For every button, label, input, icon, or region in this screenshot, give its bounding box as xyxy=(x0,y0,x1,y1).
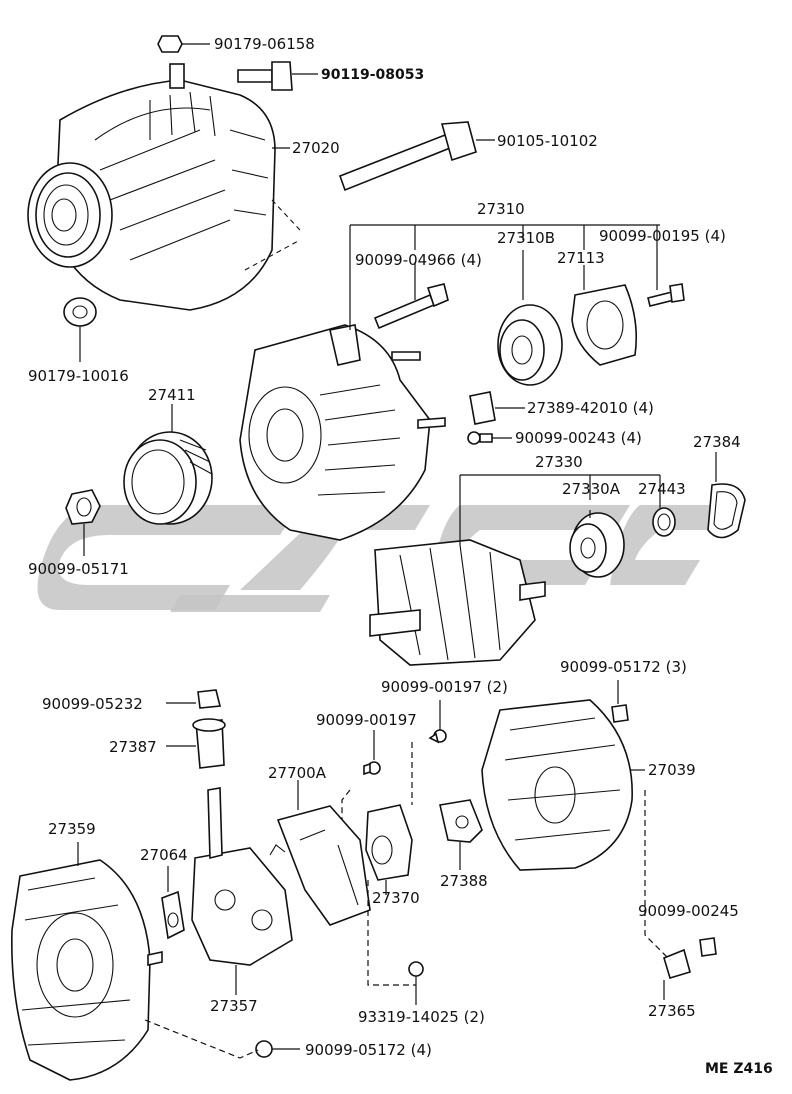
bearing-27310b xyxy=(497,304,563,386)
label-27387: 27387 xyxy=(109,738,157,756)
label-27700a: 27700A xyxy=(268,764,327,782)
label-27064: 27064 xyxy=(140,846,188,864)
label-27443: 27443 xyxy=(638,480,686,498)
cap-90099-05232 xyxy=(197,689,222,709)
stud-90099-04966 xyxy=(373,283,449,330)
nut-90099-05171 xyxy=(65,489,101,525)
label-27310b: 27310B xyxy=(497,229,555,247)
label-93319-14025: 93319-14025 (2) xyxy=(358,1008,485,1026)
label-90099-00197-2: 90099-00197 (2) xyxy=(381,678,508,696)
seal-27384 xyxy=(707,483,746,539)
drive-end-frame-27310 xyxy=(239,324,446,541)
label-27388: 27388 xyxy=(440,872,488,890)
label-90179-10016: 90179-10016 xyxy=(28,367,129,385)
label-27357: 27357 xyxy=(210,997,258,1015)
label-90099-05172-4: 90099-05172 (4) xyxy=(305,1041,432,1059)
label-27411: 27411 xyxy=(148,386,196,404)
label-27020: 27020 xyxy=(292,139,340,157)
regulator-27700a xyxy=(269,805,371,926)
retainer-plate-27113 xyxy=(571,284,638,366)
label-27389-42010: 27389-42010 (4) xyxy=(527,399,654,417)
nut-90099-05172-3 xyxy=(611,704,629,723)
brush-holder-27370 xyxy=(365,804,413,881)
nut-90099-05172-4 xyxy=(255,1040,273,1058)
insulator-27064 xyxy=(161,890,185,940)
label-90179-06158: 90179-06158 xyxy=(214,35,315,53)
nut-90099-00197-2 xyxy=(428,729,447,744)
insulator-27387 xyxy=(192,718,226,769)
alternator-assembly-27020 xyxy=(27,63,301,311)
nut-90099-00245 xyxy=(699,937,717,957)
bearing-27330a xyxy=(569,512,625,578)
label-27039: 27039 xyxy=(648,761,696,779)
label-90099-04966: 90099-04966 (4) xyxy=(355,251,482,269)
label-90099-00243: 90099-00243 (4) xyxy=(515,429,642,447)
label-27370: 27370 xyxy=(372,889,420,907)
leader-lines xyxy=(77,43,717,1059)
through-bolt-90105-10102 xyxy=(338,121,477,192)
screw-90099-00197 xyxy=(363,761,381,776)
label-90099-05232: 90099-05232 xyxy=(42,695,143,713)
rotor-27330 xyxy=(369,539,546,666)
nut-90179-10016 xyxy=(63,297,97,327)
label-27359: 27359 xyxy=(48,820,96,838)
terminal-27365 xyxy=(663,948,691,979)
nut-93319-14025 xyxy=(408,961,424,977)
label-27310: 27310 xyxy=(477,200,525,218)
clip-27389-42010 xyxy=(469,391,496,425)
label-27113: 27113 xyxy=(557,249,605,267)
screw-90099-00243 xyxy=(467,431,493,445)
label-27330: 27330 xyxy=(535,453,583,471)
pulley-27411 xyxy=(123,431,213,525)
label-90119-08053: 90119-08053 xyxy=(321,67,424,83)
label-90105-10102: 90105-10102 xyxy=(497,132,598,150)
rear-cover-27039 xyxy=(481,699,633,871)
rear-frame-27359 xyxy=(11,859,163,1081)
label-90099-00195: 90099-00195 (4) xyxy=(599,227,726,245)
terminal-insulator-27388 xyxy=(439,799,483,843)
screw-90099-00195 xyxy=(647,283,685,307)
rectifier-27357 xyxy=(191,787,293,966)
label-90099-05171: 90099-05171 xyxy=(28,560,129,578)
part-labels: 90179-06158 90119-08053 27020 90105-1010… xyxy=(28,35,773,1077)
washer-27443 xyxy=(652,507,676,537)
nut-90179-06158 xyxy=(157,35,183,53)
label-27330a: 27330A xyxy=(562,480,621,498)
diagram-code: ME Z416 xyxy=(705,1061,773,1077)
bolt-90119-08053 xyxy=(237,61,293,91)
label-27365: 27365 xyxy=(648,1002,696,1020)
label-27384: 27384 xyxy=(693,433,741,451)
label-90099-05172-3: 90099-05172 (3) xyxy=(560,658,687,676)
label-90099-00245: 90099-00245 xyxy=(638,902,739,920)
label-90099-00197: 90099-00197 xyxy=(316,711,417,729)
